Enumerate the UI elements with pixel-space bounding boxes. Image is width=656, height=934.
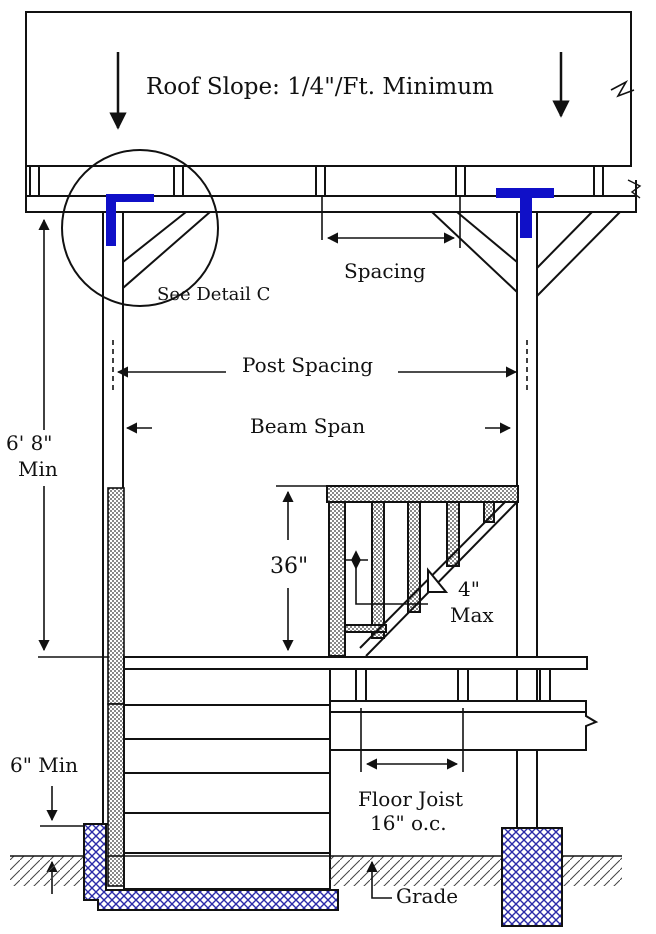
t-bracket-connector xyxy=(496,188,554,238)
l-bracket-connector xyxy=(106,194,154,246)
headroom-dimension xyxy=(38,218,118,658)
headroom-min: Min xyxy=(18,457,58,481)
wall-sheathing-lower xyxy=(107,703,125,887)
rafter-spacing-dimension xyxy=(321,196,461,248)
baluster-gap-value: 4" xyxy=(458,577,480,601)
post-beam-connectors xyxy=(106,188,554,246)
floor-joist-label: Floor Joist xyxy=(358,787,463,811)
guardrail xyxy=(326,485,519,657)
knee-braces xyxy=(122,211,621,297)
left-footing xyxy=(83,823,339,911)
deck-board xyxy=(123,656,588,670)
headroom-value: 6' 8" xyxy=(6,431,53,455)
spacing-label: Spacing xyxy=(344,259,426,283)
baluster-gap-indicator xyxy=(346,550,449,605)
post-spacing-dimension xyxy=(112,340,528,392)
stairs xyxy=(123,668,331,890)
wall-sheathing-upper xyxy=(107,487,125,705)
deck-floor xyxy=(123,656,588,702)
detail-c-circle xyxy=(61,149,219,307)
guard-height-dimension xyxy=(276,485,326,652)
beam-span-label: Beam Span xyxy=(250,414,365,438)
right-footing xyxy=(501,827,563,927)
joist-spacing-dimension xyxy=(360,708,464,772)
baluster-gap-max: Max xyxy=(450,603,494,627)
top-rail xyxy=(326,485,519,503)
guard-height-label: 36" xyxy=(270,554,308,579)
see-detail-label: See Detail C xyxy=(157,284,270,305)
joist-spacing-label: 16" o.c. xyxy=(370,811,447,835)
roof-slope-label: Roof Slope: 1/4"/Ft. Minimum xyxy=(146,74,494,100)
rail-post xyxy=(328,501,346,657)
roof-slope-arrows xyxy=(109,52,570,130)
roof-rafters xyxy=(29,165,604,197)
footings xyxy=(83,823,563,927)
footing-min-label: 6" Min xyxy=(10,753,78,777)
grade-leader xyxy=(366,860,392,899)
post-spacing-label: Post Spacing xyxy=(242,353,373,377)
grade-label: Grade xyxy=(396,884,458,908)
